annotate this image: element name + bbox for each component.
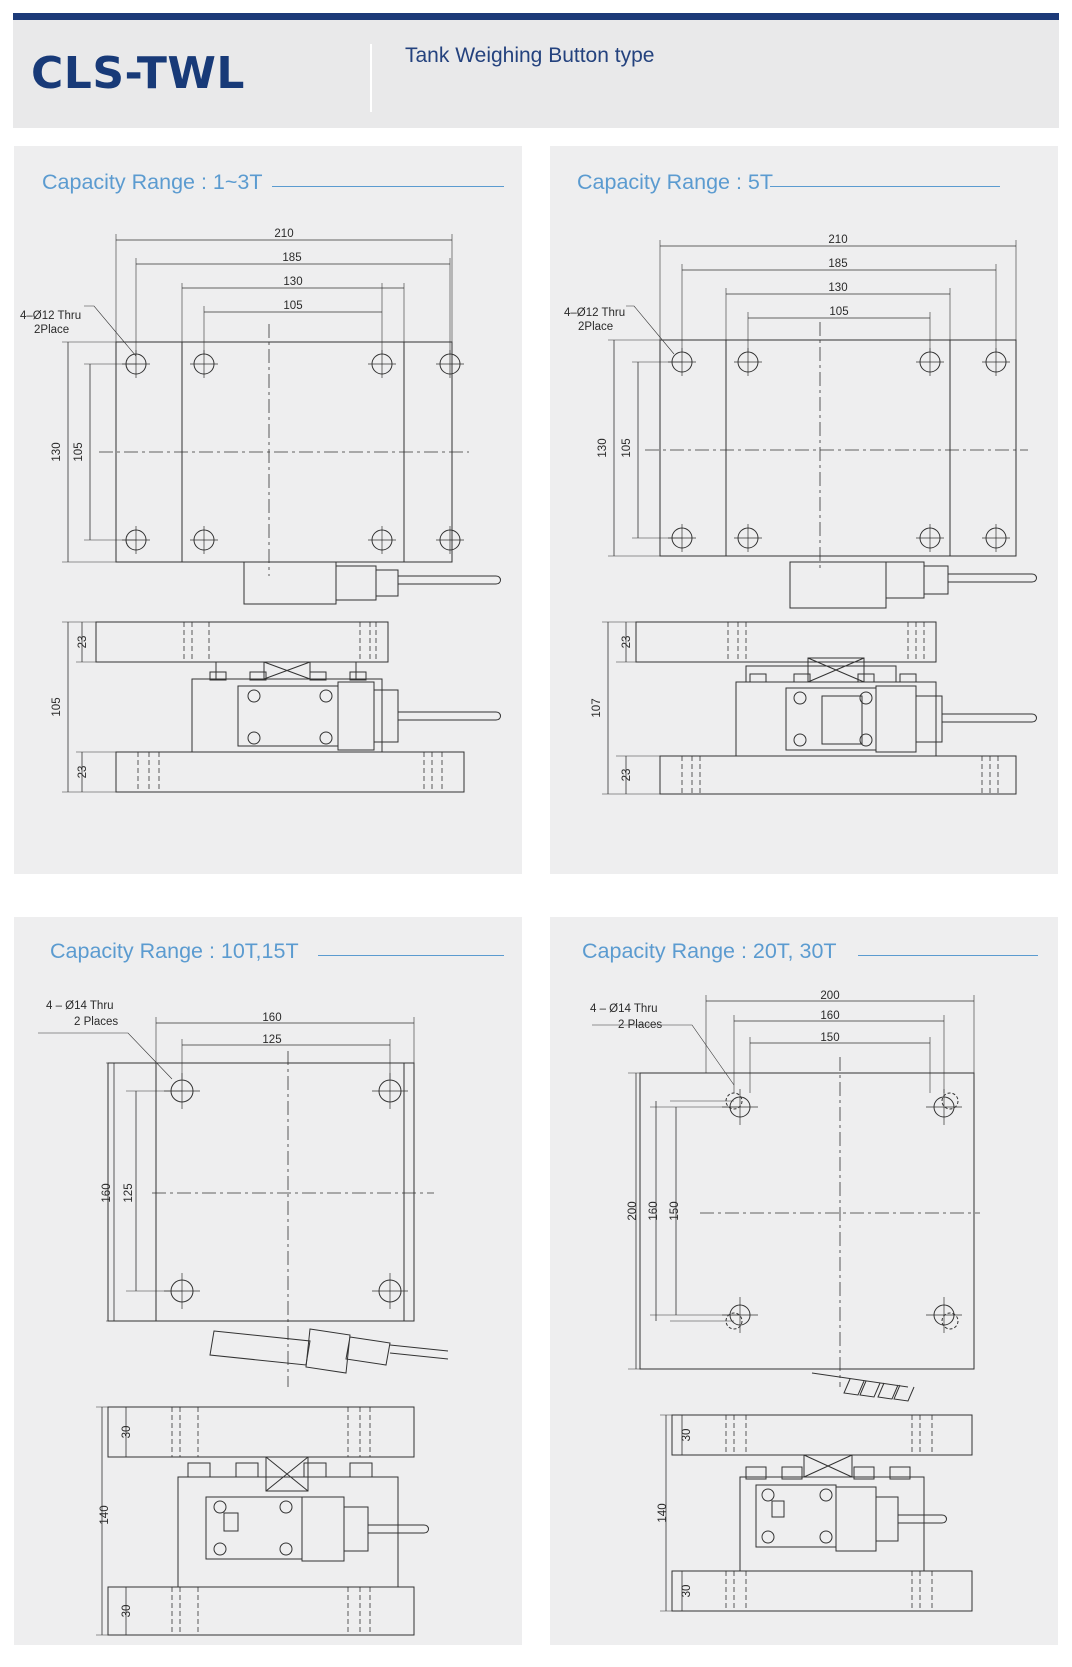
- panel-capacity-5t: Capacity Range : 5T: [550, 146, 1058, 874]
- dim-label: 200: [627, 1201, 639, 1220]
- dim-label: 210: [274, 228, 293, 240]
- dim-label: 130: [51, 442, 63, 461]
- dim-label: 160: [820, 1010, 839, 1022]
- hole-note: 4 – Ø14 Thru: [46, 1000, 114, 1012]
- dim-label: 105: [621, 438, 633, 457]
- header-divider: [370, 44, 372, 112]
- header-accent-bar: [13, 13, 1059, 20]
- panel-capacity-10t-15t: Capacity Range : 10T,15T: [14, 917, 522, 1645]
- drawing-5t: 210 185 130 105 130 105 23 107 23 4–Ø12 …: [564, 234, 1037, 795]
- dim-label: 105: [283, 300, 302, 312]
- model-name: CLS-TWL: [31, 48, 245, 99]
- dim-label: 185: [282, 252, 301, 264]
- title-rule: [272, 186, 504, 187]
- dim-label: 125: [123, 1183, 135, 1202]
- dim-label: 200: [820, 990, 839, 1002]
- dim-label: 30: [121, 1426, 133, 1439]
- title-rule: [770, 186, 1000, 187]
- panel-title: Capacity Range : 10T,15T: [50, 939, 299, 963]
- dim-label: 30: [121, 1605, 133, 1618]
- dim-label: 23: [77, 636, 89, 649]
- dim-label: 107: [591, 698, 603, 717]
- dim-label: 160: [262, 1012, 281, 1024]
- dim-label: 130: [283, 276, 302, 288]
- hole-note: 4–Ø12 Thru: [20, 310, 81, 322]
- dim-label: 140: [657, 1503, 669, 1522]
- hole-note: 4 – Ø14 Thru: [590, 1003, 658, 1015]
- header-band: CLS-TWL Tank Weighing Button type: [13, 20, 1059, 128]
- side-view: [96, 1406, 429, 1636]
- hole-note: 2 Places: [618, 1019, 662, 1031]
- title-rule: [318, 955, 504, 956]
- side-view: [62, 621, 501, 793]
- hole-note: 2 Places: [74, 1016, 118, 1028]
- panel-title: Capacity Range : 20T, 30T: [582, 939, 837, 963]
- dimension-labels: 210 185 130 105 130 105 23 105 23 4–Ø12 …: [20, 228, 303, 778]
- dim-label: 105: [73, 442, 85, 461]
- dim-label: 185: [828, 258, 847, 270]
- title-rule: [858, 955, 1038, 956]
- dim-label: 210: [828, 234, 847, 246]
- dim-label: 160: [101, 1183, 113, 1202]
- side-view: [602, 621, 1037, 795]
- hole-note: 4–Ø12 Thru: [564, 307, 625, 319]
- drawing-20t-30t: 200 160 150 200 160 150 30 140 30 4 – Ø1…: [590, 990, 980, 1612]
- dim-label: 105: [829, 306, 848, 318]
- dim-label: 160: [648, 1201, 660, 1220]
- drawing-1-3t: 210 185 130 105 130 105 23 105 23 4–Ø12 …: [20, 228, 501, 793]
- dim-label: 23: [621, 769, 633, 782]
- dim-label: 30: [681, 1585, 693, 1598]
- top-view: [608, 240, 1037, 609]
- dim-label: 150: [820, 1032, 839, 1044]
- hole-note: 2Place: [34, 324, 69, 336]
- drawing-10t-15t: 160 125 160 125 30 140 30 4 – Ø14 Thru 2…: [38, 1000, 449, 1636]
- top-view: [592, 995, 980, 1402]
- dim-label: 23: [77, 766, 89, 779]
- dim-label: 125: [262, 1034, 281, 1046]
- product-subtitle: Tank Weighing Button type: [405, 44, 655, 67]
- panel-title: Capacity Range : 5T: [577, 170, 773, 194]
- top-view: [38, 1017, 449, 1387]
- dim-label: 23: [621, 636, 633, 649]
- dim-label: 130: [828, 282, 847, 294]
- dim-label: 30: [681, 1429, 693, 1442]
- dimension-labels: 210 185 130 105 130 105 23 107 23 4–Ø12 …: [564, 234, 849, 781]
- dim-label: 150: [669, 1201, 681, 1220]
- panel-capacity-20t-30t: Capacity Range : 20T, 30T: [550, 917, 1058, 1645]
- dim-label: 130: [597, 438, 609, 457]
- side-view: [660, 1414, 973, 1612]
- panel-capacity-1-3t: Capacity Range : 1~3T: [14, 146, 522, 874]
- dimension-labels: 200 160 150 200 160 150 30 140 30 4 – Ø1…: [590, 990, 840, 1597]
- hole-note: 2Place: [578, 321, 613, 333]
- dimension-labels: 160 125 160 125 30 140 30 4 – Ø14 Thru 2…: [46, 1000, 282, 1617]
- dim-label: 140: [99, 1505, 111, 1524]
- top-view: [62, 234, 501, 605]
- panel-title: Capacity Range : 1~3T: [42, 170, 263, 194]
- dim-label: 105: [51, 697, 63, 716]
